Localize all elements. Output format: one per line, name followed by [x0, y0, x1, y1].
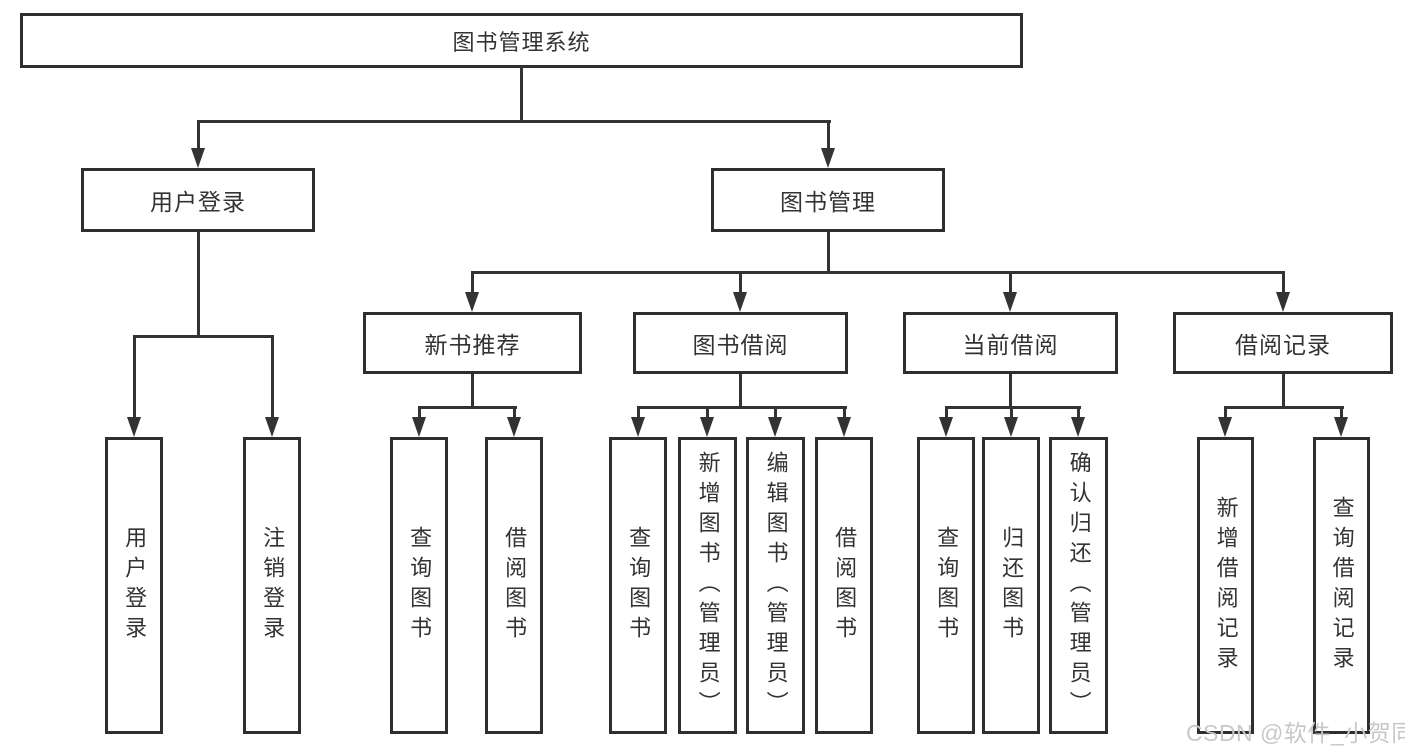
connector-current-bar [945, 406, 1081, 409]
leaf-query-borrow-record: 查询借阅记录 [1313, 437, 1370, 734]
leaf-add-borrow-record: 新增借阅记录 [1197, 437, 1254, 734]
arrowhead-borrow-books-borrowing [837, 417, 851, 437]
connector-borrowing-stub-3 [774, 406, 777, 419]
connector-bookmgmt-stub-3 [1009, 271, 1012, 295]
node-user-login: 用户登录 [81, 168, 315, 232]
arrowhead-query-books-borrowing [631, 417, 645, 437]
connector-bookmgmt-stub-4 [1282, 271, 1285, 295]
connector-userlogin-bar [133, 335, 274, 338]
connector-bookmgmt-stem [827, 232, 830, 273]
arrowhead-query-books-recommend [412, 417, 426, 437]
arrowhead-query-borrow-record [1334, 417, 1348, 437]
leaf-return-books: 归还图书 [982, 437, 1040, 734]
arrowhead-user-login-leaf [127, 417, 141, 437]
arrowhead-add-books-admin [700, 417, 714, 437]
leaf-borrow-books-recommend: 借阅图书 [485, 437, 543, 734]
arrowhead-book-management [821, 148, 835, 168]
arrowhead-edit-books-admin [768, 417, 782, 437]
connector-current-stub-1 [945, 406, 948, 419]
arrowhead-query-books-current [939, 417, 953, 437]
connector-userlogin-stub-right [271, 335, 274, 418]
arrowhead-book-borrowing [733, 292, 747, 312]
connector-records-stub-1 [1224, 406, 1227, 419]
connector-borrowing-bar [637, 406, 847, 409]
connector-borrowing-stem [739, 374, 742, 408]
connector-level1-bar [197, 120, 831, 123]
node-current-borrowing: 当前借阅 [903, 312, 1118, 374]
arrowhead-new-book-recommend [465, 292, 479, 312]
connector-bookmgmt-stub-2 [739, 271, 742, 295]
arrowhead-current-borrowing [1003, 292, 1017, 312]
leaf-query-books-borrowing: 查询图书 [609, 437, 667, 734]
leaf-borrow-books-borrowing: 借阅图书 [815, 437, 873, 734]
connector-root-stem [520, 66, 523, 122]
arrowhead-logout [265, 417, 279, 437]
connector-current-stem [1009, 374, 1012, 408]
watermark: CSDN @软件_小贺同学 [1186, 720, 1405, 746]
connector-bookmgmt-stub-1 [471, 271, 474, 295]
leaf-logout: 注销登录 [243, 437, 301, 734]
connector-recommend-stub-1 [418, 406, 421, 419]
leaf-query-books-recommend: 查询图书 [390, 437, 448, 734]
arrowhead-add-borrow-record [1218, 417, 1232, 437]
leaf-user-login: 用户登录 [105, 437, 163, 734]
connector-borrowing-stub-4 [843, 406, 846, 419]
arrowhead-confirm-return-admin [1071, 417, 1085, 437]
connector-current-stub-3 [1077, 406, 1080, 419]
node-borrowing-records: 借阅记录 [1173, 312, 1393, 374]
connector-recommend-stem [471, 374, 474, 408]
connector-borrowing-stub-1 [637, 406, 640, 419]
connector-userlogin-stem [197, 232, 200, 337]
arrowhead-borrowing-records [1276, 292, 1290, 312]
connector-records-stub-2 [1340, 406, 1343, 419]
node-book-management: 图书管理 [711, 168, 945, 232]
node-new-book-recommend: 新书推荐 [363, 312, 582, 374]
connector-records-bar [1224, 406, 1344, 409]
node-root: 图书管理系统 [20, 13, 1023, 68]
node-book-borrowing: 图书借阅 [633, 312, 848, 374]
connector-bookmgmt-bar [471, 271, 1284, 274]
leaf-add-books-admin: 新增图书（管理员） [678, 437, 737, 734]
connector-records-stem [1282, 374, 1285, 408]
connector-current-stub-2 [1010, 406, 1013, 419]
connector-borrowing-stub-2 [706, 406, 709, 419]
connector-userlogin-stub-left [133, 335, 136, 418]
leaf-confirm-return-admin: 确认归还（管理员） [1049, 437, 1108, 734]
connector-recommend-bar [418, 406, 517, 409]
connector-recommend-stub-2 [513, 406, 516, 419]
arrowhead-return-books [1004, 417, 1018, 437]
leaf-query-books-current: 查询图书 [917, 437, 975, 734]
connector-level1-stub-right [827, 120, 830, 150]
connector-level1-stub-left [197, 120, 200, 150]
arrowhead-borrow-books-recommend [507, 417, 521, 437]
arrowhead-user-login [191, 148, 205, 168]
leaf-edit-books-admin: 编辑图书（管理员） [746, 437, 805, 734]
